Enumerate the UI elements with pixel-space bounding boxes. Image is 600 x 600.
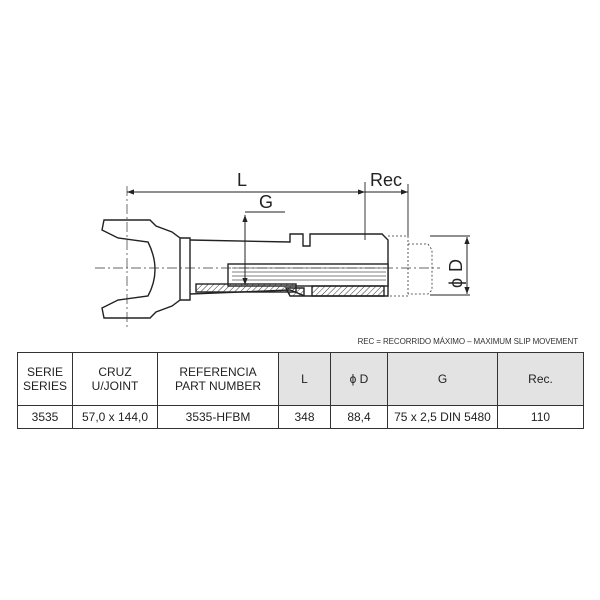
header-line: REFERENCIA (179, 365, 257, 379)
rec-note: REC = RECORRIDO MÁXIMO – MAXIMUM SLIP MO… (357, 337, 579, 346)
centerline (95, 186, 440, 330)
diameter-symbol: ϕ (446, 278, 466, 288)
cell-series: 3535 (17, 405, 73, 429)
extended-position (388, 235, 433, 297)
cell-g: 75 x 2,5 DIN 5480 (387, 405, 498, 429)
part-outline (101, 219, 389, 319)
diameter-label: D (446, 259, 466, 272)
header-line: PART NUMBER (174, 379, 261, 393)
cell-d: 88,4 (330, 405, 388, 429)
length-label: L (237, 170, 247, 190)
header-rec: Rec. (497, 352, 584, 406)
header-d: ϕ D (330, 352, 388, 406)
header-line: U/JOINT (91, 379, 139, 393)
cell-part-number: 3535-HFBM (157, 405, 279, 429)
slip-yoke-technical-drawing: L G Rec D ϕ (95, 170, 470, 330)
cell-l: 348 (278, 405, 331, 429)
table-row: 3535 57,0 x 144,0 3535-HFBM 348 88,4 75 … (17, 405, 584, 429)
slip-label: Rec (370, 170, 402, 190)
header-line: SERIES (22, 379, 67, 393)
header-line: SERIE (26, 365, 63, 379)
cell-ujoint: 57,0 x 144,0 (72, 405, 158, 429)
header-line: CRUZ (98, 365, 132, 379)
cell-rec: 110 (497, 405, 584, 429)
header-l: L (278, 352, 331, 406)
dimension-lines (126, 182, 470, 296)
header-g: G (387, 352, 498, 406)
spline-label: G (259, 192, 273, 212)
